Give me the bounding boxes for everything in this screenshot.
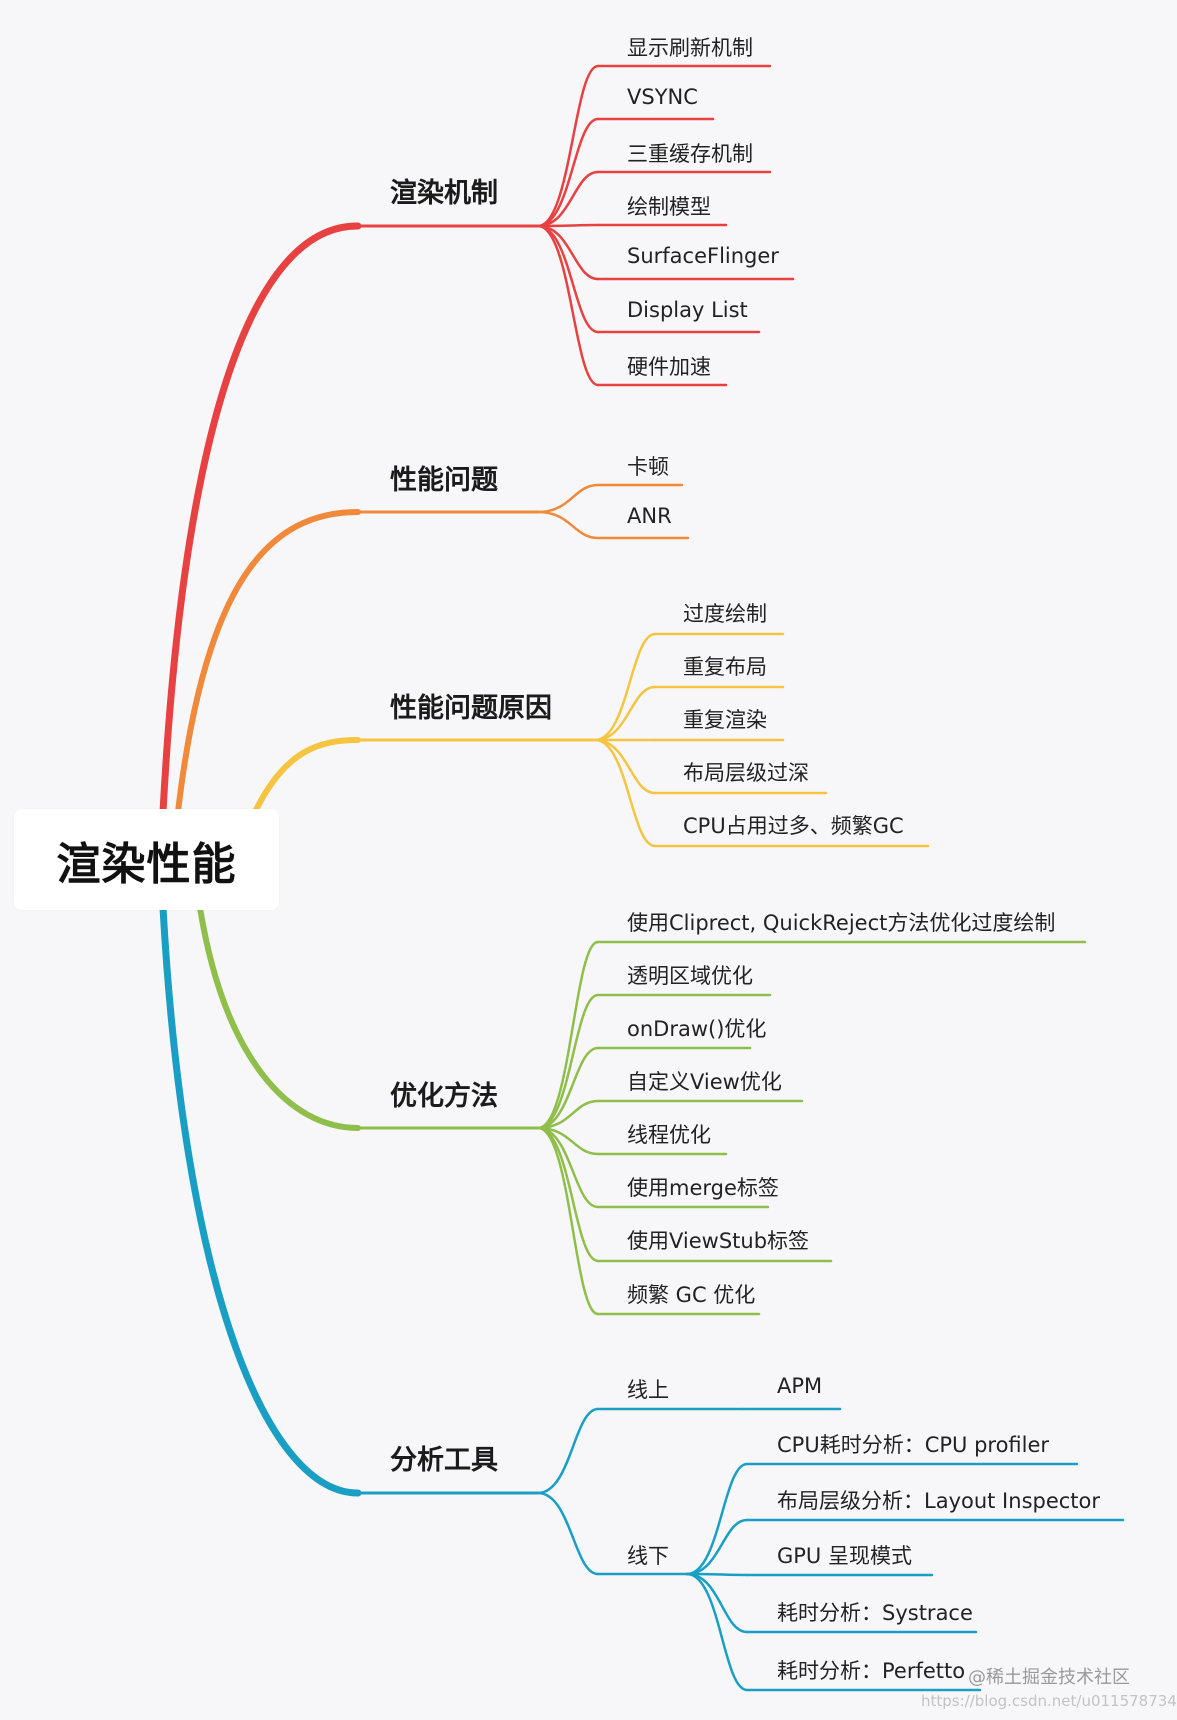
leaf-hardware-accel[interactable]: 硬件加速 bbox=[627, 355, 711, 379]
branch4-leaf-curve-1 bbox=[536, 993, 600, 1130]
leaf-repeat-render[interactable]: 重复渲染 bbox=[683, 708, 767, 732]
leaf-deep-hierarchy[interactable]: 布局层级过深 bbox=[683, 761, 809, 785]
branch4-leaf-curve-4 bbox=[536, 1126, 600, 1156]
branch3-leaf-curve-0 bbox=[593, 632, 657, 742]
branch3-leaf-curve-1 bbox=[593, 685, 657, 742]
branch4-leaf-curve-3 bbox=[536, 1099, 600, 1130]
trunk-branch3 bbox=[252, 737, 361, 815]
leaf-viewstub-tag[interactable]: 使用ViewStub标签 bbox=[627, 1229, 810, 1253]
branch-performance-causes[interactable]: 性能问题原因 bbox=[390, 693, 552, 724]
branch5-offline-leaf-curve-1 bbox=[685, 1518, 749, 1576]
leaf-triple-buffer[interactable]: 三重缓存机制 bbox=[627, 142, 753, 166]
leaf-cpu-profiler[interactable]: CPU耗时分析：CPU profiler bbox=[777, 1433, 1050, 1457]
leaf-display-refresh[interactable]: 显示刷新机制 bbox=[627, 36, 753, 60]
leaf-anr[interactable]: ANR bbox=[627, 504, 672, 528]
branch1-leaf-curve-1 bbox=[536, 117, 600, 228]
leaf-surfaceflinger[interactable]: SurfaceFlinger bbox=[627, 244, 779, 268]
trunk-branch2 bbox=[175, 509, 361, 815]
root-node[interactable]: 渲染性能 bbox=[14, 809, 279, 910]
trunk-branch4 bbox=[197, 905, 361, 1131]
branch1-leaf-curve-3 bbox=[536, 223, 600, 228]
leaf-gc-optimize[interactable]: 频繁 GC 优化 bbox=[627, 1283, 756, 1307]
branch4-leaf-curve-7 bbox=[536, 1126, 600, 1316]
branch1-leaf-curve-2 bbox=[536, 170, 600, 228]
subnode-online[interactable]: 线上 bbox=[627, 1378, 669, 1402]
leaf-gpu-render-mode[interactable]: GPU 呈现模式 bbox=[777, 1544, 912, 1568]
branch5-sub-curve-0 bbox=[536, 1407, 600, 1495]
leaf-repeat-layout[interactable]: 重复布局 bbox=[683, 655, 767, 679]
trunk-branch5 bbox=[159, 904, 362, 1497]
branch1-leaf-curve-5 bbox=[536, 224, 600, 334]
leaf-systrace[interactable]: 耗时分析：Systrace bbox=[777, 1601, 973, 1625]
branch5-offline-leaf-curve-0 bbox=[685, 1462, 749, 1576]
branch5-offline-leaf-curve-4 bbox=[685, 1572, 749, 1692]
leaf-perfetto[interactable]: 耗时分析：Perfetto bbox=[777, 1659, 966, 1683]
branch1-leaf-curve-6 bbox=[536, 224, 600, 387]
branch2-leaf-curve-1 bbox=[536, 510, 600, 540]
leaf-jank[interactable]: 卡顿 bbox=[627, 455, 669, 479]
trunk-branch1 bbox=[159, 222, 362, 816]
branch1-leaf-curve-0 bbox=[536, 64, 600, 228]
leaf-transparent-area[interactable]: 透明区域优化 bbox=[627, 964, 753, 988]
branch4-leaf-curve-2 bbox=[536, 1046, 600, 1130]
branch-analysis-tools[interactable]: 分析工具 bbox=[390, 1445, 498, 1476]
leaf-thread[interactable]: 线程优化 bbox=[627, 1123, 711, 1147]
branch5-offline-leaf-curve-3 bbox=[685, 1572, 749, 1634]
branch4-leaf-curve-0 bbox=[536, 940, 600, 1130]
leaf-ondraw[interactable]: onDraw()优化 bbox=[627, 1017, 767, 1041]
branch2-leaf-curve-0 bbox=[536, 483, 600, 514]
leaf-draw-model[interactable]: 绘制模型 bbox=[627, 195, 711, 219]
subnode-offline[interactable]: 线下 bbox=[627, 1544, 669, 1568]
leaf-display-list[interactable]: Display List bbox=[627, 298, 748, 322]
branch-performance-issues[interactable]: 性能问题 bbox=[390, 465, 498, 496]
branch4-leaf-curve-6 bbox=[536, 1126, 600, 1263]
leaf-cpu-gc[interactable]: CPU占用过多、频繁GC bbox=[683, 814, 904, 838]
watermark-community: @稀土掘金技术社区 bbox=[968, 1667, 1130, 1688]
branch-optimization-methods[interactable]: 优化方法 bbox=[390, 1081, 498, 1112]
branch5-sub-curve-1 bbox=[536, 1491, 600, 1576]
watermark-url: https://blog.csdn.net/u011578734 bbox=[921, 1692, 1177, 1710]
leaf-cliprect[interactable]: 使用Cliprect, QuickReject方法优化过度绘制 bbox=[627, 911, 1056, 935]
branch-rendering-mechanism[interactable]: 渲染机制 bbox=[390, 178, 498, 209]
branch3-leaf-curve-4 bbox=[593, 738, 657, 848]
root-node-label: 渲染性能 bbox=[56, 838, 237, 890]
leaf-vsync[interactable]: VSYNC bbox=[627, 85, 698, 109]
leaf-layout-inspector[interactable]: 布局层级分析：Layout Inspector bbox=[777, 1489, 1101, 1513]
leaf-merge-tag[interactable]: 使用merge标签 bbox=[627, 1176, 779, 1200]
leaf-custom-view[interactable]: 自定义View优化 bbox=[627, 1070, 782, 1094]
leaf-overdraw[interactable]: 过度绘制 bbox=[683, 602, 767, 626]
leaf-apm[interactable]: APM bbox=[777, 1374, 823, 1398]
